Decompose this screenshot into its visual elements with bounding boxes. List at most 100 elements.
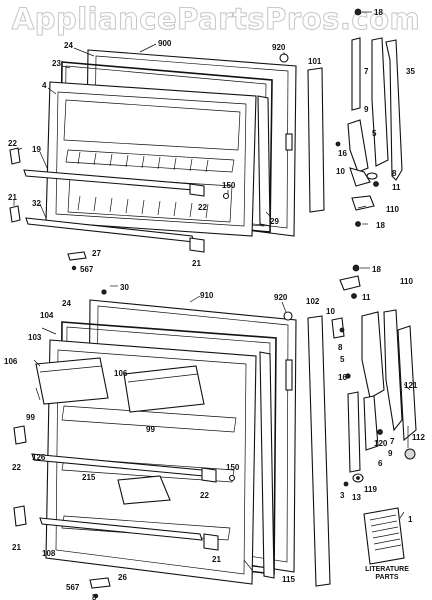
door-side-strip xyxy=(259,351,275,579)
label: 120 xyxy=(374,439,388,448)
label: 900 xyxy=(158,39,172,48)
label: 150 xyxy=(226,463,240,472)
label: 24 xyxy=(62,299,71,308)
label: 7 xyxy=(390,437,395,446)
rail-end-cap xyxy=(189,237,205,253)
label: 121 xyxy=(404,381,418,390)
label: 26 xyxy=(118,573,127,582)
rail-end-cap xyxy=(189,183,205,197)
label: 110 xyxy=(386,205,399,214)
label: 104 xyxy=(40,311,54,320)
label: 21 xyxy=(8,193,17,202)
label: 126 xyxy=(32,453,46,462)
dairy-bin-right xyxy=(123,365,205,413)
label: 18 xyxy=(372,265,381,274)
label: 112 xyxy=(412,433,425,442)
label: 102 xyxy=(306,297,320,306)
label: 35 xyxy=(406,67,415,76)
label: 10 xyxy=(336,167,345,176)
label: 16 xyxy=(338,149,347,158)
label: 106 xyxy=(114,369,128,378)
label: 215 xyxy=(82,473,96,482)
label: 18 xyxy=(376,221,385,230)
breaker-strip-102 xyxy=(307,315,331,587)
part-number-labels: 18 900 920 24 23 4 101 7 35 9 5 16 10 8 … xyxy=(4,8,425,600)
label: 7 xyxy=(364,67,369,76)
door-side-strip xyxy=(257,95,271,227)
upper-hinge-hardware xyxy=(335,8,403,227)
label: 103 xyxy=(28,333,42,342)
label: 9 xyxy=(364,105,369,114)
rail-end-cap xyxy=(13,505,27,527)
plug xyxy=(283,311,293,321)
label: 5 xyxy=(372,129,377,138)
label: 18 xyxy=(374,8,383,17)
label: 920 xyxy=(272,43,286,52)
clip-27 xyxy=(67,251,87,261)
label: 21 xyxy=(12,543,21,552)
label: 108 xyxy=(42,549,56,558)
label: 4 xyxy=(42,81,47,90)
label: 99 xyxy=(146,425,155,434)
label: 30 xyxy=(120,283,129,292)
label: 23 xyxy=(52,59,61,68)
label: 1 xyxy=(408,515,413,524)
screw xyxy=(228,474,236,482)
label: 11 xyxy=(392,183,401,192)
label: 3 xyxy=(340,491,345,500)
label: 115 xyxy=(282,575,295,584)
literature-parts-label: LITERATURE PARTS xyxy=(357,566,417,582)
label: 22 xyxy=(200,491,209,500)
label: 150 xyxy=(222,181,236,190)
label: 16 xyxy=(338,373,347,382)
label: 22 xyxy=(12,463,21,472)
label: 29 xyxy=(270,217,279,226)
label: 22 xyxy=(8,139,17,148)
leader-lines xyxy=(13,11,411,571)
label: 24 xyxy=(64,41,73,50)
label: 106 xyxy=(4,357,18,366)
fresh-food-door-assembly xyxy=(13,289,297,585)
rail-end-cap xyxy=(9,205,21,223)
rail-end-cap xyxy=(9,147,21,165)
label: 8 xyxy=(392,169,397,178)
label: 6 xyxy=(378,459,383,468)
dairy-bin-left xyxy=(35,357,109,405)
label: 13 xyxy=(352,493,361,502)
label: 101 xyxy=(308,57,322,66)
label: 119 xyxy=(364,485,377,494)
screw xyxy=(222,192,230,200)
fresh-food-rail-lower xyxy=(39,517,203,541)
label: 32 xyxy=(32,199,41,208)
label: 910 xyxy=(200,291,214,300)
plug xyxy=(279,53,289,63)
label: 19 xyxy=(32,145,41,154)
literature-label-line1: LITERATURE xyxy=(365,566,409,573)
literature-label-line2: PARTS xyxy=(375,574,399,581)
freezer-door-assembly xyxy=(9,49,297,253)
label: 10 xyxy=(326,307,335,316)
literature-parts-booklet xyxy=(363,507,405,565)
label: 5 xyxy=(340,355,345,364)
rail-end-cap xyxy=(201,467,217,483)
rail-end-cap xyxy=(203,533,219,551)
label: 567 xyxy=(66,583,80,592)
label: 9 xyxy=(388,449,393,458)
label: 8 xyxy=(338,343,343,352)
label: 99 xyxy=(26,413,35,422)
watermark: AppliancePartsPros.com xyxy=(11,2,421,37)
label: 11 xyxy=(362,293,371,302)
clip-26 xyxy=(89,577,111,589)
lower-hinge-hardware xyxy=(331,264,417,487)
rail-end-cap xyxy=(13,425,27,445)
label: 920 xyxy=(274,293,288,302)
breaker-strip-101 xyxy=(307,67,325,213)
label: 21 xyxy=(212,555,221,564)
label: 8 xyxy=(92,593,97,600)
butter-bin-215 xyxy=(117,475,171,505)
label: 110 xyxy=(400,277,413,286)
label: 567 xyxy=(80,265,94,274)
label: 22 xyxy=(198,203,207,212)
